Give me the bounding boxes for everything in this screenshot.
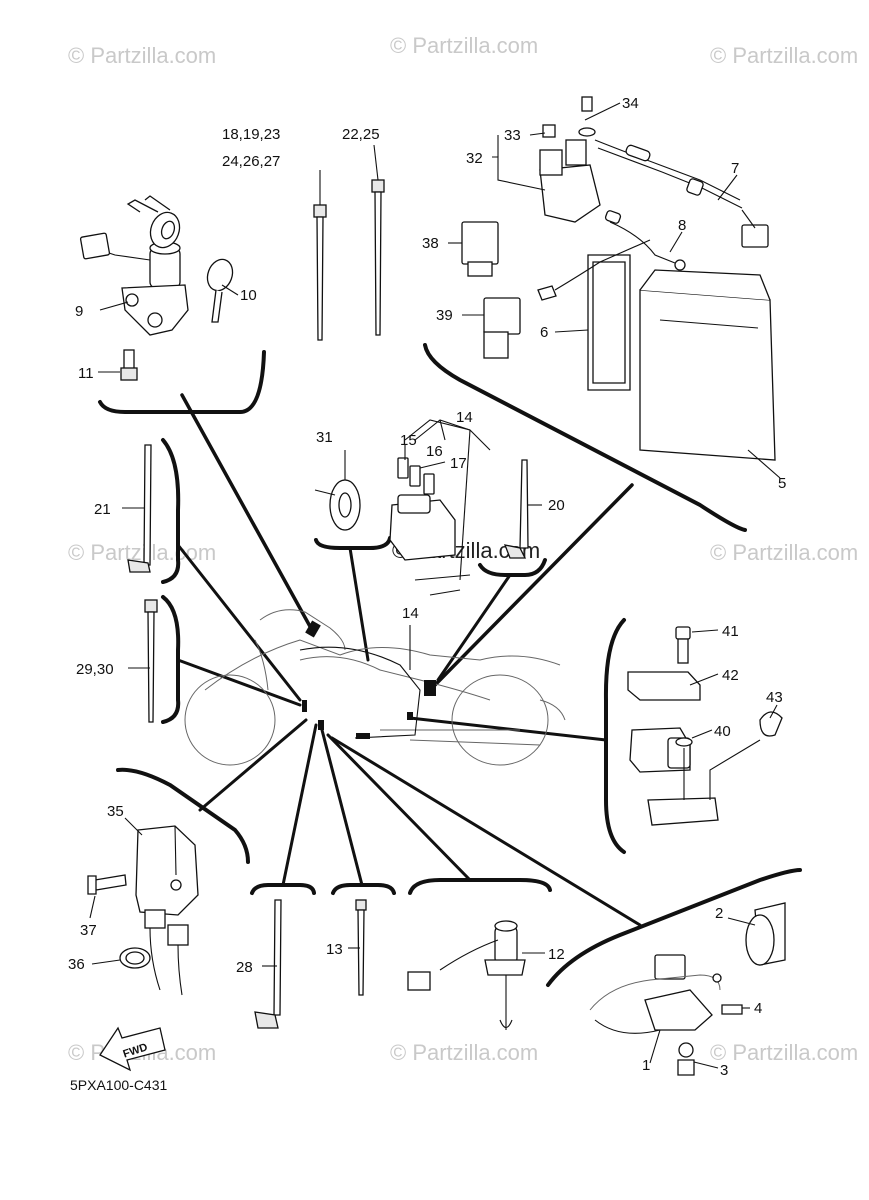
grommet-31 [314, 479, 361, 531]
watermark-mid-left: © Partzilla.com [68, 540, 216, 565]
cable-ties-top [313, 179, 385, 341]
watermark-bottom-right: © Partzilla.com [710, 1040, 858, 1065]
callout-leaders [89, 102, 781, 1069]
callout-24-26-27: 24,26,27 [222, 153, 280, 170]
neutral-switch-assembly [407, 920, 526, 1030]
callout-11: 11 [78, 365, 94, 382]
cable-tie-28 [254, 899, 282, 1029]
fuse-box-assembly [389, 419, 491, 596]
cable-tie-13 [355, 899, 367, 996]
leader-lines [176, 393, 642, 927]
fwd-arrow: FWD [99, 1026, 166, 1072]
callout-31: 31 [316, 429, 333, 446]
callout-37: 37 [80, 922, 97, 939]
rectifier-assembly [87, 825, 199, 996]
callout-1: 1 [642, 1057, 650, 1074]
callout-4: 4 [754, 1000, 762, 1017]
callout-36: 36 [68, 956, 85, 973]
callout-32: 32 [466, 150, 483, 167]
callout-labels: 34 33 32 7 8 38 39 6 5 18,19,23 24,26,27… [68, 95, 786, 1079]
callout-12: 12 [548, 946, 565, 963]
cable-tie-20 [503, 459, 529, 559]
callout-18-19-23: 18,19,23 [222, 126, 280, 143]
cable-ties-left [127, 444, 158, 723]
callout-8: 8 [678, 217, 686, 234]
callout-3: 3 [720, 1062, 728, 1079]
callout-6: 6 [540, 324, 548, 341]
callout-29-30: 29,30 [76, 661, 114, 678]
callout-2: 2 [715, 905, 723, 922]
callout-20: 20 [548, 497, 565, 514]
battery-relay-assembly [461, 96, 776, 461]
callout-33: 33 [504, 127, 521, 144]
callout-42: 42 [722, 667, 739, 684]
callout-17: 17 [450, 455, 467, 472]
callout-40: 40 [714, 723, 731, 740]
callout-16: 16 [426, 443, 443, 460]
callout-15: 15 [400, 432, 417, 449]
watermark-bottom-center: © Partzilla.com [390, 1040, 538, 1065]
callout-34: 34 [622, 95, 639, 112]
watermark-mid-right: © Partzilla.com [710, 540, 858, 565]
callout-21: 21 [94, 501, 111, 518]
throttle-switch-assembly [589, 902, 786, 1076]
diagram-code: 5PXA100-C431 [70, 1077, 168, 1093]
main-switch-assembly [79, 195, 234, 381]
callout-7: 7 [731, 160, 739, 177]
callout-43: 43 [766, 689, 783, 706]
watermark-top-center: © Partzilla.com [390, 33, 538, 58]
callout-10: 10 [240, 287, 257, 304]
callout-14-top: 14 [456, 409, 473, 426]
callout-14-center: 14 [402, 605, 419, 622]
callout-38: 38 [422, 235, 439, 252]
callout-39: 39 [436, 307, 453, 324]
motorcycle-outline [184, 609, 566, 766]
callout-9: 9 [75, 303, 83, 320]
callout-41: 41 [722, 623, 739, 640]
callout-22-25: 22,25 [342, 126, 380, 143]
callout-5: 5 [778, 475, 786, 492]
watermarks: © Partzilla.com © Partzilla.com © Partzi… [68, 33, 858, 1065]
callout-35: 35 [107, 803, 124, 820]
watermark-top-right: © Partzilla.com [710, 43, 858, 68]
sensor-assembly [627, 626, 783, 826]
watermark-top-left: © Partzilla.com [68, 43, 216, 68]
callout-13: 13 [326, 941, 343, 958]
callout-28: 28 [236, 959, 253, 976]
